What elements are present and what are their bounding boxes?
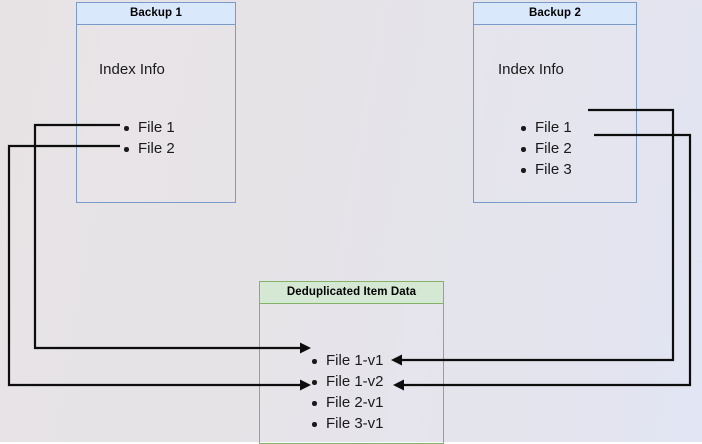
- backup-2-node[interactable]: Backup 2 Index Info File 1 File 2 File 3: [473, 2, 637, 203]
- backup-1-title: Backup 1: [77, 3, 235, 25]
- dedup-item-list: File 1-v1 File 1-v2 File 2-v1 File 3-v1: [309, 350, 384, 434]
- backup-1-file-list: File 1 File 2: [121, 117, 175, 159]
- backup-2-file-list: File 1 File 2 File 3: [518, 117, 572, 180]
- backup-2-body: Index Info File 1 File 2 File 3: [474, 25, 636, 202]
- backup-1-file-item[interactable]: File 2: [121, 138, 175, 159]
- backup-2-title: Backup 2: [474, 3, 636, 25]
- backup-1-node[interactable]: Backup 1 Index Info File 1 File 2: [76, 2, 236, 203]
- backup-1-index-info-label: Index Info: [99, 61, 165, 78]
- backup-1-file-item[interactable]: File 1: [121, 117, 175, 138]
- backup-2-file-item[interactable]: File 1: [518, 117, 572, 138]
- backup-2-file-item[interactable]: File 2: [518, 138, 572, 159]
- backup-2-file-item[interactable]: File 3: [518, 159, 572, 180]
- dedup-title: Deduplicated Item Data: [260, 282, 443, 304]
- deduplicated-item-data-node[interactable]: Deduplicated Item Data File 1-v1 File 1-…: [259, 281, 444, 444]
- dedup-item[interactable]: File 2-v1: [309, 392, 384, 413]
- dedup-item[interactable]: File 1-v1: [309, 350, 384, 371]
- dedup-item[interactable]: File 3-v1: [309, 413, 384, 434]
- backup-1-body: Index Info File 1 File 2: [77, 25, 235, 202]
- backup-2-index-info-label: Index Info: [498, 61, 564, 78]
- dedup-body: File 1-v1 File 1-v2 File 2-v1 File 3-v1: [260, 304, 443, 443]
- dedup-item[interactable]: File 1-v2: [309, 371, 384, 392]
